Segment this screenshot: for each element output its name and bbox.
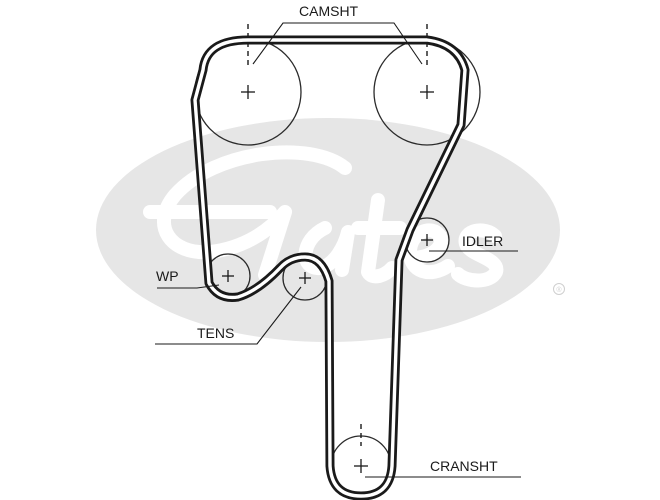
camshaft-leader bbox=[252, 22, 423, 65]
idler-label: IDLER bbox=[462, 233, 503, 249]
labels: CAMSHT IDLER WP TENS CRANSHT bbox=[156, 3, 503, 474]
timing-marks bbox=[247, 24, 428, 446]
water-pump-center-mark bbox=[222, 270, 234, 282]
tensioner-leader bbox=[155, 286, 302, 345]
leader-lines bbox=[155, 22, 521, 478]
idler-center-mark bbox=[421, 234, 433, 246]
camshaft-left-center-mark bbox=[241, 85, 255, 99]
tensioner-center-mark bbox=[299, 272, 311, 284]
water-pump-label: WP bbox=[156, 268, 179, 284]
crankshaft-center-mark bbox=[354, 459, 368, 473]
registered-mark: ® bbox=[556, 286, 562, 294]
center-marks bbox=[222, 85, 434, 473]
water-pump-leader bbox=[157, 284, 220, 289]
camshaft-right-center-mark bbox=[420, 85, 434, 99]
camshaft-label: CAMSHT bbox=[299, 3, 359, 19]
registered-mark-ring bbox=[553, 283, 565, 295]
tensioner-label: TENS bbox=[197, 325, 234, 341]
crankshaft-label: CRANSHT bbox=[430, 458, 498, 474]
timing-belt bbox=[190, 35, 470, 500]
